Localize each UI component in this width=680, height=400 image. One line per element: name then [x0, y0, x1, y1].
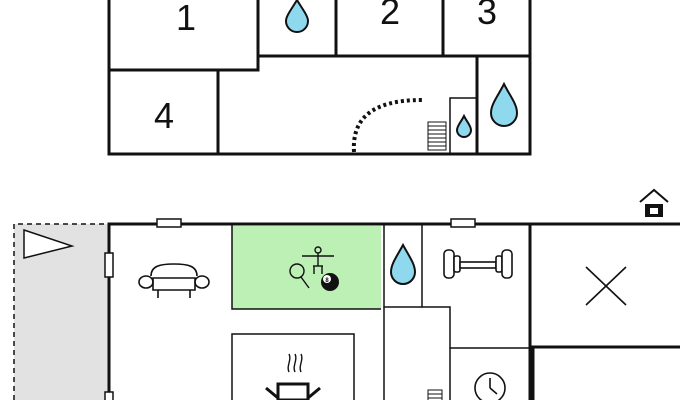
- home-entrance-icon: [639, 188, 669, 217]
- billiard-ball-number: 8: [325, 278, 329, 284]
- staircase-icon: [427, 389, 443, 400]
- fireplace-icon: [265, 353, 321, 400]
- fireplace-room-walls: [231, 333, 355, 400]
- recreation-room-walls: [231, 224, 381, 310]
- recreation-room-fill: [232, 226, 381, 309]
- wc-walls: [449, 97, 477, 154]
- lower-floor: 8: [13, 188, 680, 400]
- room-1-walls: [109, 0, 260, 72]
- room-2-label: 2: [380, 0, 400, 32]
- window: [104, 391, 114, 400]
- terrace-border: [13, 223, 108, 400]
- billiard-ball-icon: 8: [321, 273, 339, 291]
- window: [156, 218, 182, 228]
- clock-icon: [474, 372, 506, 400]
- shower-room-walls: [383, 224, 423, 308]
- window: [104, 252, 114, 278]
- room-4-label: 4: [154, 95, 174, 136]
- window: [450, 218, 476, 228]
- gym-walls: [422, 306, 530, 349]
- room-1-label: 1: [176, 0, 196, 38]
- sofa-icon: [138, 263, 210, 298]
- upper-floor-outline: [107, 0, 532, 156]
- void-cross-icon: [585, 266, 627, 306]
- dumbbell-icon: [443, 249, 513, 279]
- room-3-label: 3: [477, 0, 497, 32]
- table-tennis-icon: [289, 263, 310, 289]
- water-drop-icon: [389, 242, 417, 285]
- water-drop-icon: [489, 81, 519, 127]
- water-drop-icon: [455, 113, 473, 138]
- table-football-icon: [302, 246, 334, 274]
- staircase-icon: [351, 98, 447, 153]
- upper-floor: 1 2 3 4: [107, 0, 532, 156]
- lower-floor-outline: [107, 222, 680, 400]
- water-drop-icon: [284, 0, 310, 33]
- flag-icon: [23, 228, 75, 259]
